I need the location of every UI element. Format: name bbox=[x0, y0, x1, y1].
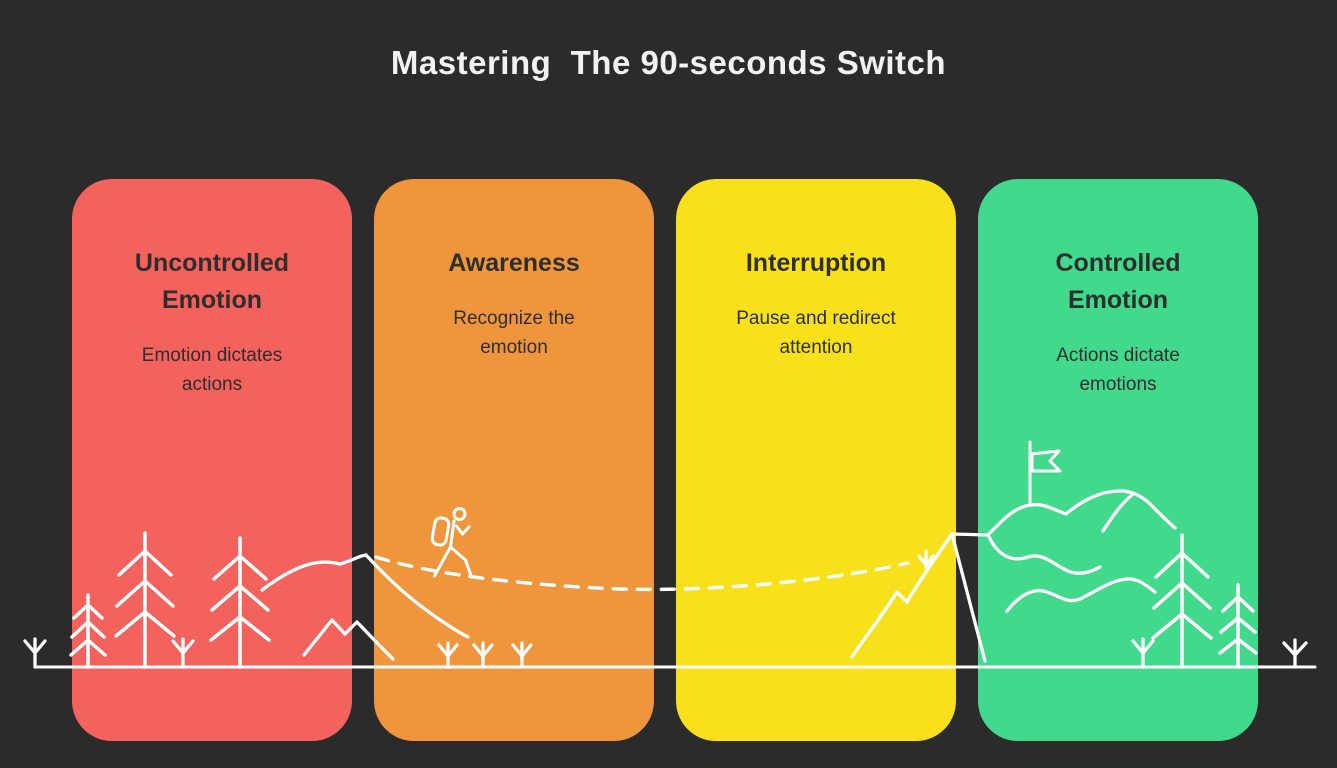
card-uncontrolled-emotion: Uncontrolled Emotion Emotion dictates ac… bbox=[72, 179, 352, 741]
sapling-icon bbox=[23, 637, 47, 669]
card-controlled-emotion: Controlled Emotion Actions dictate emoti… bbox=[978, 179, 1258, 741]
card-heading: Interruption bbox=[745, 249, 887, 277]
card-description: Actions dictate emotions bbox=[1056, 345, 1180, 395]
stage-cards: Uncontrolled Emotion Emotion dictates ac… bbox=[72, 179, 1258, 741]
card-interruption: Interruption Pause and redirect attentio… bbox=[676, 179, 956, 741]
card-awareness: Awareness Recognize the emotion bbox=[374, 179, 654, 741]
card-description: Pause and redirect attention bbox=[736, 308, 896, 358]
card-heading: Uncontrolled Emotion bbox=[134, 249, 290, 314]
page-title: Mastering The 90-seconds Switch bbox=[390, 44, 947, 81]
card-heading: Awareness bbox=[448, 249, 580, 277]
card-description: Emotion dictates actions bbox=[141, 345, 283, 395]
sapling-icon bbox=[1282, 638, 1308, 669]
card-heading: Controlled Emotion bbox=[1055, 249, 1181, 314]
card-description: Recognize the emotion bbox=[453, 308, 575, 358]
